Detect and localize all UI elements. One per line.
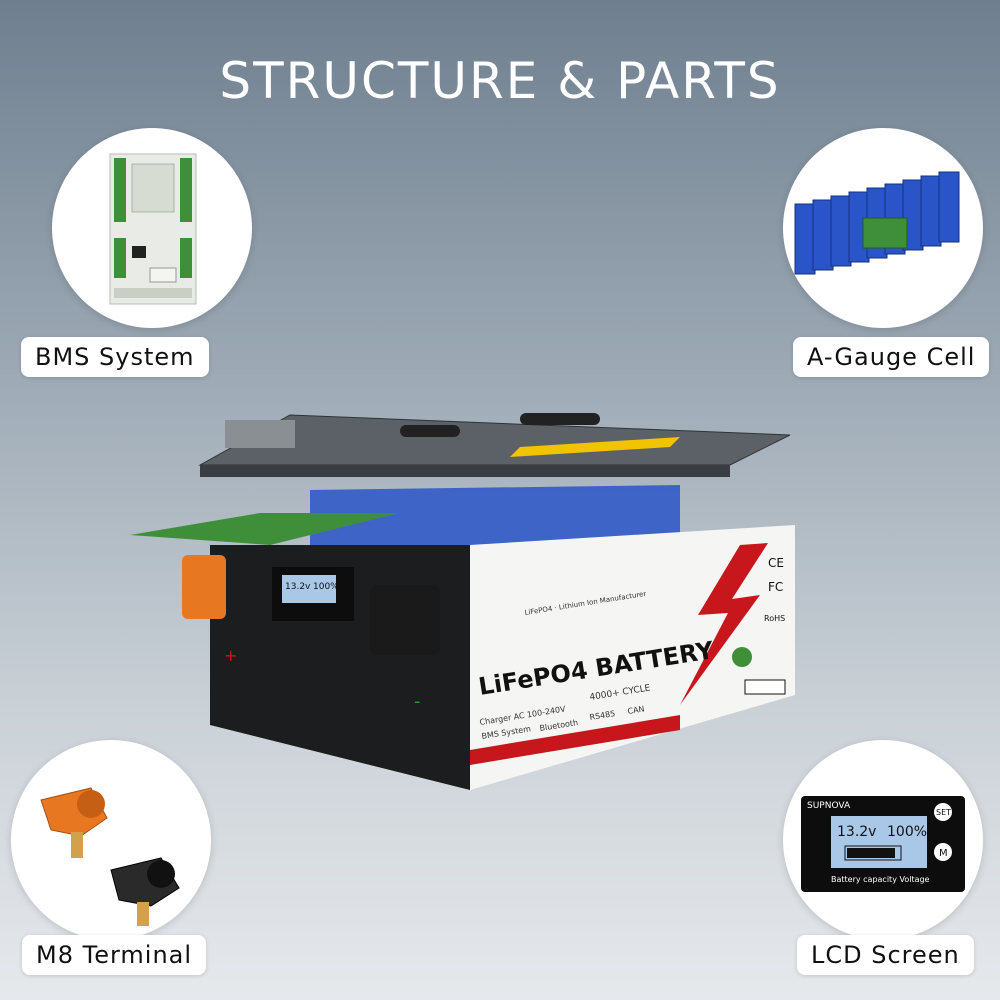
- rohs-mark: RoHS: [764, 614, 785, 623]
- rs485-text: RS485: [589, 709, 616, 722]
- bms-circle: [52, 128, 252, 328]
- bms-pcb: [130, 513, 400, 545]
- lcd-set-button: [934, 803, 952, 821]
- warning-sticker: [510, 437, 680, 457]
- handle-right: [520, 413, 600, 425]
- cell-stack-image: [794, 171, 960, 275]
- bms-board-image: [109, 153, 197, 305]
- negative-terminal: [370, 585, 440, 655]
- lcd-voltage: 13.2v: [837, 824, 876, 840]
- positive-terminal: [182, 555, 226, 619]
- lcd-caption: Battery capacity Voltage: [831, 875, 930, 884]
- svg-text:M: M: [939, 848, 948, 859]
- svg-text:SET: SET: [936, 808, 951, 817]
- terminal-circle: [11, 740, 211, 940]
- a-gauge-cell-label: A-Gauge Cell: [793, 337, 990, 377]
- lcd-mode-button: [934, 843, 952, 861]
- lcd-screen-label: LCD Screen: [797, 935, 974, 975]
- minus-sign: -: [414, 691, 421, 712]
- fc-mark: FC: [768, 580, 783, 594]
- battery-illustration: 13.2v 100% + - LiFePO4 · Lithium Ion Man…: [130, 413, 795, 790]
- lcd-screen-image: SUPNOVA 13.2v 100% SET M Battery capacit…: [801, 796, 965, 892]
- red-stripe: [470, 715, 680, 765]
- page-title: STRUCTURE & PARTS: [219, 52, 781, 110]
- handle-left: [400, 425, 460, 437]
- green-seal-icon: [732, 647, 752, 667]
- svg-text:13.2v: 13.2v: [285, 582, 311, 592]
- lightning-bolt-icon: [680, 543, 768, 705]
- lcd-percent: 100%: [887, 824, 927, 840]
- lcd-circle: SUPNOVA 13.2v 100% SET M Battery capacit…: [783, 740, 983, 940]
- ce-mark: CE: [768, 556, 784, 570]
- barcode: [744, 679, 786, 695]
- can-text: CAN: [627, 704, 645, 716]
- svg-text:100%: 100%: [313, 582, 339, 592]
- lcd-brand: SUPNOVA: [807, 801, 851, 811]
- bms-system-label: BMS System: [21, 337, 209, 377]
- plus-sign: +: [224, 646, 237, 665]
- m8-terminal-image: [40, 787, 180, 926]
- cell-circle: [783, 128, 983, 328]
- anderson-connector: [225, 420, 295, 448]
- m8-terminal-label: M8 Terminal: [22, 935, 207, 975]
